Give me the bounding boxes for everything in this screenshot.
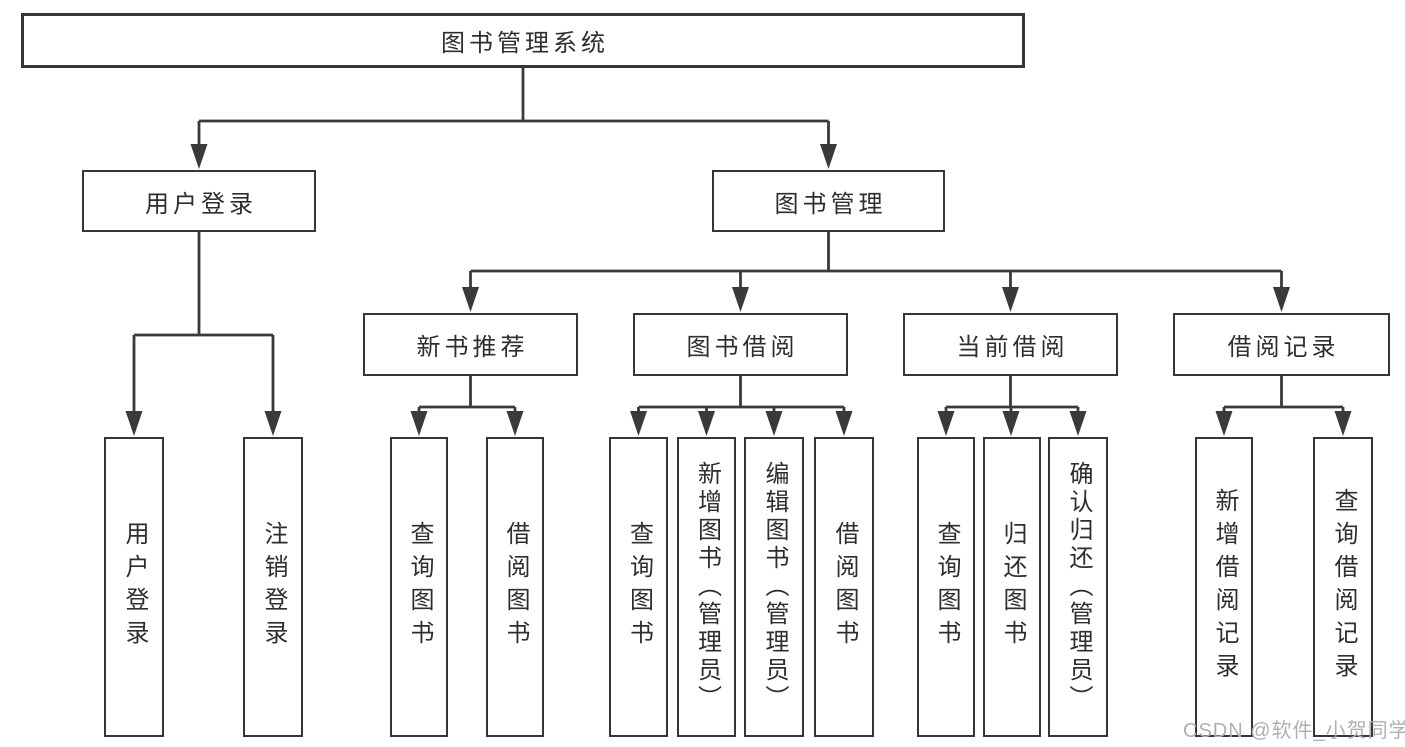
node-label: 注销登录	[260, 521, 287, 653]
node-leaf-add-books-admin: 新增图书（管理员）	[677, 437, 736, 737]
node-label: 归还图书	[999, 521, 1026, 653]
node-borrow-records: 借阅记录	[1173, 313, 1390, 376]
watermark: CSDN @软件_小贺同学	[1183, 720, 1405, 742]
node-label: 图书管理系统	[441, 30, 609, 57]
fork-book-borrow	[630, 376, 853, 436]
node-leaf-query-borrow-record: 查询借阅记录	[1313, 437, 1373, 737]
node-label: 查询借阅记录	[1330, 488, 1357, 686]
node-leaf-add-borrow-record: 新增借阅记录	[1195, 437, 1253, 737]
node-root: 图书管理系统	[21, 13, 1025, 68]
node-label: 用户登录	[121, 521, 148, 653]
node-label: 新增图书（管理员）	[693, 461, 721, 713]
node-current-borrow: 当前借阅	[903, 313, 1118, 376]
fork-user-login	[125, 232, 282, 436]
node-label: 查询图书	[625, 521, 653, 653]
node-leaf-query-books-recommend: 查询图书	[390, 437, 448, 737]
node-leaf-borrow-books-recommend: 借阅图书	[486, 437, 544, 737]
fork-borrow-records	[1215, 376, 1352, 436]
node-leaf-confirm-return-admin: 确认归还（管理员）	[1048, 437, 1108, 737]
node-leaf-borrow-books: 借阅图书	[814, 437, 874, 737]
node-leaf-return-books: 归还图书	[983, 437, 1041, 737]
fork-book-management	[462, 232, 1290, 312]
node-leaf-edit-books-admin: 编辑图书（管理员）	[744, 437, 804, 737]
node-label: 借阅图书	[831, 521, 858, 653]
node-leaf-logout: 注销登录	[243, 437, 303, 737]
node-label: 借阅记录	[1227, 334, 1340, 361]
node-leaf-user-login: 用户登录	[104, 437, 164, 737]
node-label: 用户登录	[145, 190, 257, 218]
node-label: 新书推荐	[416, 334, 529, 361]
node-label: 图书借阅	[686, 334, 799, 361]
fork-current-borrow	[937, 376, 1087, 436]
node-label: 查询图书	[406, 521, 433, 653]
fork-root	[190, 67, 837, 169]
node-label: 确认归还（管理员）	[1065, 461, 1092, 713]
node-book-management: 图书管理	[712, 170, 945, 232]
node-label: 查询图书	[933, 521, 960, 653]
node-label: 新增借阅记录	[1211, 488, 1238, 686]
node-book-borrow: 图书借阅	[633, 313, 848, 376]
node-new-book-recommend: 新书推荐	[363, 313, 578, 376]
node-leaf-query-books-borrow: 查询图书	[609, 437, 668, 737]
node-label: 编辑图书（管理员）	[761, 461, 788, 713]
node-leaf-query-books-current: 查询图书	[917, 437, 975, 737]
node-label: 当前借阅	[956, 334, 1069, 361]
node-label: 图书管理	[774, 190, 887, 218]
node-label: 借阅图书	[502, 521, 529, 653]
node-user-login: 用户登录	[82, 170, 316, 232]
fork-new-book-recommend	[410, 376, 524, 436]
